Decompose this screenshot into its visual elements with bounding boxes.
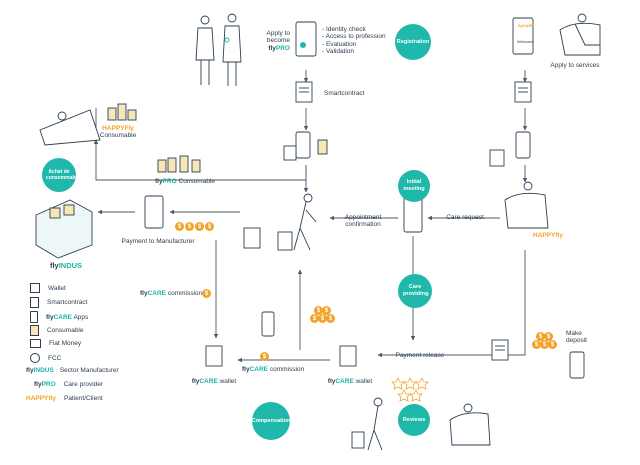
coin-deposit-3: $: [532, 340, 541, 349]
coin-deposit-5: $: [548, 340, 557, 349]
coin-stack-5: $: [326, 314, 335, 323]
checks-list: - Identity check - Access to profession …: [322, 26, 386, 56]
patient-armchair-right-icon: [504, 181, 549, 229]
coin-4: $: [205, 222, 214, 231]
make-deposit-label: Make deposit: [566, 330, 587, 345]
wallet-mid-icon: [339, 345, 357, 367]
wallet-right-icon: [489, 149, 505, 167]
coin-commission-mid: $: [260, 352, 269, 361]
phone-registration-icon: [295, 21, 317, 57]
appointment-label: Appointment confirmation: [344, 214, 382, 229]
wallet-provider-icon: [243, 227, 261, 249]
flycare-commission-mid-label: flyCARE commission: [242, 366, 305, 373]
flycare-wallet-mid-label: flyCARE wallet: [327, 378, 373, 385]
wallet-center-icon: [283, 145, 297, 161]
wallet-left-icon: [205, 345, 223, 367]
smartcontract-label: Smartcontract: [324, 90, 365, 97]
registration-node: Registration: [395, 24, 431, 60]
coin-3: $: [195, 222, 204, 231]
care-providing-node: Care providing: [398, 274, 432, 308]
arrow-payment-release: [377, 250, 526, 358]
payment-release-label: Payment release: [395, 352, 445, 359]
care-request-label: Care request: [446, 214, 484, 221]
coin-deposit-4: $: [540, 340, 549, 349]
patient-lounge-icon: [39, 109, 101, 146]
doctors-illustration: [195, 13, 242, 86]
happyfly-right-label: HAPPYfly: [533, 232, 563, 239]
flycare-wallet-left-label: flyCARE wallet: [191, 378, 237, 385]
coin-stack-3: $: [310, 314, 319, 323]
bottom-provider-icon: [351, 397, 383, 451]
phone-manufacturer-icon: [144, 195, 164, 229]
legend-apps: flyCARE Apps: [30, 311, 88, 323]
apply-become-label: Apply to become flyPRO: [266, 30, 291, 52]
coin-1: $: [175, 222, 184, 231]
wallet-icon: [30, 283, 40, 293]
achat-node: Achat de consommables: [42, 158, 82, 192]
phone-services-text: Welcome: [517, 39, 534, 44]
happyfly-consumable-label: HAPPYFly Consumable: [99, 125, 137, 140]
legend-smartcontract: Smartcontract: [30, 297, 87, 308]
apply-services-label: Apply to services: [550, 62, 600, 69]
legend-fiat: Fiat Money: [30, 339, 81, 348]
phone-services-brand: flyCARE: [518, 23, 535, 28]
fcc-icon: [30, 353, 40, 363]
smartcontract-icon: [30, 297, 39, 308]
factory-icon: [35, 199, 93, 259]
phone-deposit-icon: [569, 351, 585, 379]
phone-commission-icon: [261, 311, 275, 337]
provider-walking-icon: [277, 193, 317, 251]
phone-center-mid-icon: [295, 131, 311, 159]
legend-wallet: Wallet: [30, 283, 66, 293]
payment-manufacturer-label: Payment to Manufacturer: [121, 238, 195, 245]
coin-stack-1: $: [314, 306, 323, 315]
fiat-money-icon: [30, 339, 41, 348]
bottom-patient-icon: [449, 403, 491, 446]
coin-stack-4: $: [318, 314, 327, 323]
compensation-node: Compensation: [252, 402, 290, 440]
consumables-top-icon: [107, 103, 201, 173]
coin-deposit-1: $: [536, 332, 545, 341]
coin-2: $: [185, 222, 194, 231]
legend-consumable: Consumable: [30, 325, 84, 336]
flypro-consumable-label: flyPRO Consumable: [155, 178, 215, 185]
phone-icon: [30, 311, 38, 323]
flycare-commission-left-label: flyCARE commission: [140, 290, 203, 297]
coin-deposit-2: $: [544, 332, 553, 341]
patient-armchair-top-icon: [559, 13, 601, 56]
phone-right-mid-icon: [515, 131, 531, 159]
legend-fcc: FCC: [30, 353, 61, 363]
arrow-consumable-up: [93, 139, 307, 181]
phone-services-icon: [512, 17, 534, 55]
rating-stars-icon: [391, 377, 429, 402]
reviews-node: Reviews: [398, 404, 430, 436]
consumable-icon: [30, 325, 39, 336]
flyindus-label: flyINDUS: [49, 261, 83, 270]
initial-meeting-node: Initial meeting: [398, 170, 430, 202]
consumable-center-icon: [317, 139, 328, 155]
coin-commission-left: $: [202, 289, 211, 298]
coin-stack-2: $: [322, 306, 331, 315]
